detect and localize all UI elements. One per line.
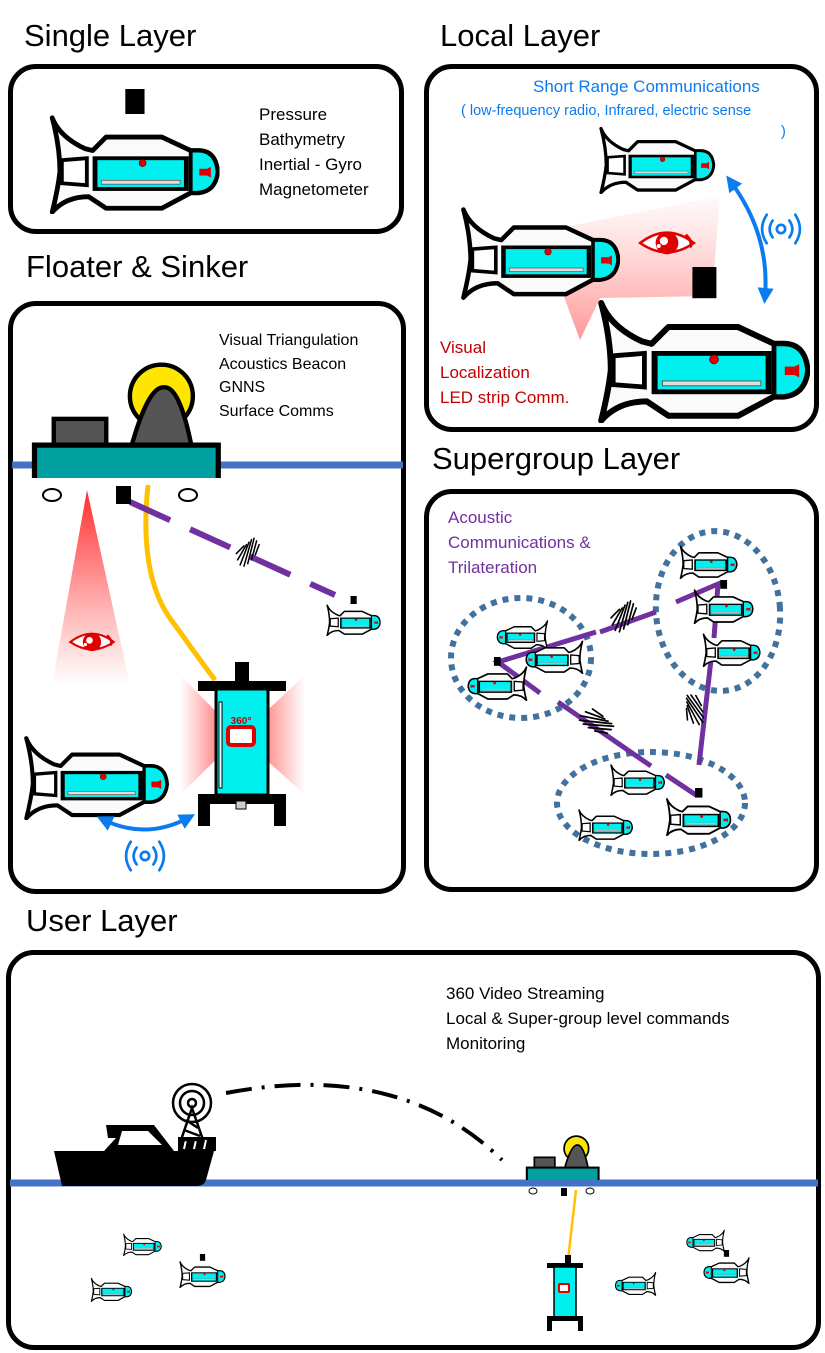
feature-commands: Local & Super-group level commands [446, 1009, 730, 1028]
group-ring [554, 749, 748, 857]
group-ring [448, 595, 594, 721]
user-layer-title: User Layer [26, 903, 178, 938]
fish-robot-icon [686, 1229, 725, 1252]
fish-robot-icon [704, 1250, 749, 1283]
feature-monitoring: Monitoring [446, 1034, 526, 1053]
fish-robot-icon [615, 1271, 657, 1296]
acoustic-text: Acoustic Communications & Trilateration [448, 505, 591, 580]
feature-acoustics-beacon: Acoustics Beacon [219, 355, 347, 373]
feature-pressure: Pressure [259, 105, 328, 124]
single-layer-features: Pressure Bathymetry Inertial - Gyro Magn… [259, 102, 369, 202]
sinker-icon [547, 1255, 583, 1331]
feature-inertial-gyro: Inertial - Gyro [259, 155, 362, 174]
acoustic-line: Acoustic [448, 508, 513, 527]
short-range-comm-title: Short Range Communications [533, 77, 760, 96]
acoustic-line: Trilateration [448, 558, 538, 577]
radio-tower-icon [171, 1082, 213, 1142]
feature-gnns: GNNS [219, 379, 266, 396]
acoustic-line: Communications & [448, 533, 591, 552]
floater-sinker-title: Floater & Sinker [26, 249, 249, 284]
visual-cone [180, 675, 240, 795]
visual-line: Visual [440, 338, 486, 357]
sinker-icon: 360° [198, 662, 286, 826]
tether [566, 1189, 578, 1261]
floater-features: Visual Triangulation Acoustics Beacon GN… [219, 329, 358, 423]
acoustic-link [664, 772, 698, 798]
visual-cone [52, 490, 130, 685]
tether [143, 484, 218, 682]
local-layer-title: Local Layer [440, 18, 601, 53]
visual-cone [240, 675, 305, 795]
acoustic-link [128, 499, 337, 598]
user-features: 360 Video Streaming Local & Super-group … [446, 981, 729, 1056]
visual-line: LED strip Comm. [440, 388, 570, 407]
feature-magnetometer: Magnetometer [259, 180, 369, 199]
fish-robot-icon [123, 1233, 162, 1256]
short-range-comm-detail: ( low-frequency radio, Infrared, electri… [461, 103, 752, 119]
single-layer-title: Single Layer [24, 18, 197, 53]
feature-video-streaming: 360 Video Streaming [446, 984, 605, 1003]
sinker-360-label: 360° [231, 716, 252, 727]
supergroup-layer-title: Supergroup Layer [432, 441, 681, 476]
short-range-comm-detail-end: ) [781, 124, 786, 140]
feature-bathymetry: Bathymetry [259, 130, 345, 149]
comm-arrow [96, 814, 196, 832]
boat-icon [54, 1125, 216, 1186]
acoustic-link [696, 650, 715, 766]
fish-group-right [615, 1229, 749, 1296]
fish-robot-icon [90, 1277, 132, 1302]
group-ring [652, 528, 784, 694]
surface-comm-link [225, 1082, 504, 1162]
feature-surface-comms: Surface Comms [219, 402, 334, 420]
visual-line: Localization [440, 363, 530, 382]
floater-icon [525, 1135, 600, 1196]
visual-cone [540, 196, 720, 340]
feature-visual-triangulation: Visual Triangulation [219, 332, 359, 349]
acoustic-link [556, 699, 653, 769]
fish-robot-icon [180, 1254, 225, 1287]
floater-icon [35, 365, 219, 504]
comm-arrow [726, 175, 774, 304]
visual-localization-text: Visual Localization LED strip Comm. [440, 335, 569, 410]
